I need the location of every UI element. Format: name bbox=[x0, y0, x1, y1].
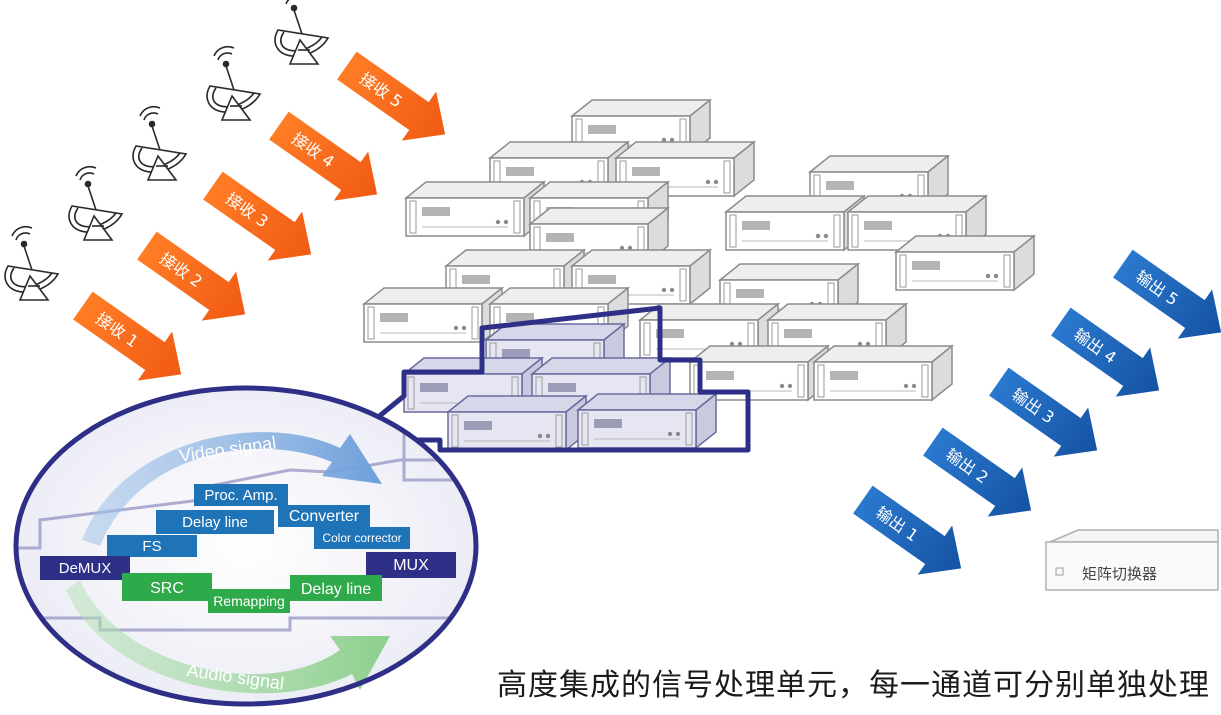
equipment-unit bbox=[575, 392, 719, 450]
equipment-unit bbox=[893, 234, 1037, 292]
caption: 高度集成的信号处理单元，每一通道可分别单独处理 bbox=[497, 668, 1210, 703]
equipment-unit bbox=[445, 394, 589, 452]
svg-text:Converter: Converter bbox=[289, 508, 360, 525]
receive-arrow-2: 接收 2 bbox=[137, 231, 246, 321]
module-delay-line-audio: Delay line bbox=[290, 575, 382, 601]
output-arrow-5: 输出 5 bbox=[1113, 249, 1221, 339]
svg-text:Delay line: Delay line bbox=[301, 581, 371, 598]
module-converter: Converter bbox=[278, 505, 370, 527]
equipment-unit bbox=[723, 194, 867, 252]
equipment-unit bbox=[613, 140, 757, 198]
receive-arrow-3: 接收 3 bbox=[203, 171, 312, 261]
highlight-outline bbox=[347, 305, 751, 453]
receive-arrow-5: 接收 5 bbox=[337, 51, 446, 141]
module-proc-amp: Proc. Amp. bbox=[194, 484, 288, 506]
svg-text:MUX: MUX bbox=[393, 557, 429, 574]
satellite-dish-icon bbox=[206, 45, 262, 121]
matrix-switcher bbox=[1045, 529, 1219, 591]
satellite-dish-icon bbox=[274, 0, 330, 65]
zoom-ellipse: Video signal Audio signal Proc. Amp. Del… bbox=[13, 385, 479, 707]
module-demux: DeMUX bbox=[40, 556, 130, 580]
output-arrow-2: 输出 2 bbox=[923, 427, 1032, 517]
module-fs: FS bbox=[107, 535, 197, 557]
matrix-switcher-indicator bbox=[1055, 567, 1064, 576]
equipment-stack bbox=[361, 98, 1037, 452]
audio-signal-arrow bbox=[66, 580, 390, 694]
svg-text:FS: FS bbox=[142, 538, 161, 555]
svg-text:Proc. Amp.: Proc. Amp. bbox=[204, 487, 277, 504]
video-signal-arrow bbox=[82, 432, 382, 546]
equipment-unit bbox=[569, 248, 713, 306]
svg-text:Color corrector: Color corrector bbox=[322, 531, 401, 545]
satellite-dish-icon bbox=[132, 105, 188, 181]
receive-arrow-1: 接收 1 bbox=[73, 291, 182, 381]
satellite-dishes bbox=[4, 0, 330, 301]
svg-text:SRC: SRC bbox=[150, 580, 184, 597]
equipment-unit bbox=[811, 344, 955, 402]
output-arrow-3: 输出 3 bbox=[989, 367, 1098, 457]
module-src: SRC bbox=[122, 573, 212, 601]
svg-text:Remapping: Remapping bbox=[213, 593, 285, 609]
matrix-switcher-label: 矩阵切换器 bbox=[1082, 565, 1158, 583]
svg-text:DeMUX: DeMUX bbox=[59, 560, 112, 577]
satellite-dish-icon bbox=[4, 225, 60, 301]
output-arrow-4: 输出 4 bbox=[1051, 307, 1160, 397]
svg-text:Delay line: Delay line bbox=[182, 514, 248, 531]
module-remapping: Remapping bbox=[208, 589, 290, 613]
module-mux: MUX bbox=[366, 552, 456, 578]
satellite-dish-icon bbox=[68, 165, 124, 241]
module-color-corrector: Color corrector bbox=[314, 527, 410, 549]
receive-arrows: 接收 1接收 2接收 3接收 4接收 5 bbox=[73, 51, 446, 381]
receive-arrow-4: 接收 4 bbox=[269, 111, 378, 201]
output-arrow-1: 输出 1 bbox=[853, 485, 962, 575]
module-delay-line-video: Delay line bbox=[156, 510, 274, 534]
equipment-unit bbox=[403, 180, 547, 238]
